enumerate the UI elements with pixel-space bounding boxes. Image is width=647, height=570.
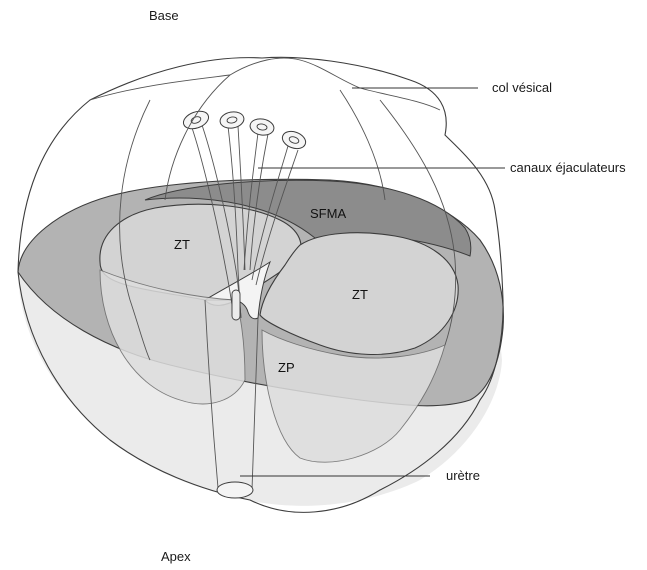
- zt-right-shape: [259, 232, 459, 355]
- zone-label-zp: ZP: [278, 360, 295, 375]
- ejaculatory-ducts: [182, 110, 307, 319]
- zone-label-zt-left: ZT: [174, 237, 190, 252]
- right-inner-lobe: [261, 329, 446, 463]
- gland-outline: [17, 56, 504, 513]
- label-canaux-ejaculateurs: canaux éjaculateurs: [510, 160, 626, 175]
- label-apex: Apex: [161, 549, 191, 564]
- label-col-vesical: col vésical: [492, 80, 552, 95]
- label-uretre: urètre: [446, 468, 480, 483]
- zone-label-sfma: SFMA: [310, 206, 346, 221]
- bladder-neck-contour: [89, 57, 441, 111]
- zone-label-zt-right: ZT: [352, 287, 368, 302]
- label-base: Base: [149, 8, 179, 23]
- gland-contour-lines: [119, 74, 457, 361]
- urethra-tube: [204, 289, 259, 499]
